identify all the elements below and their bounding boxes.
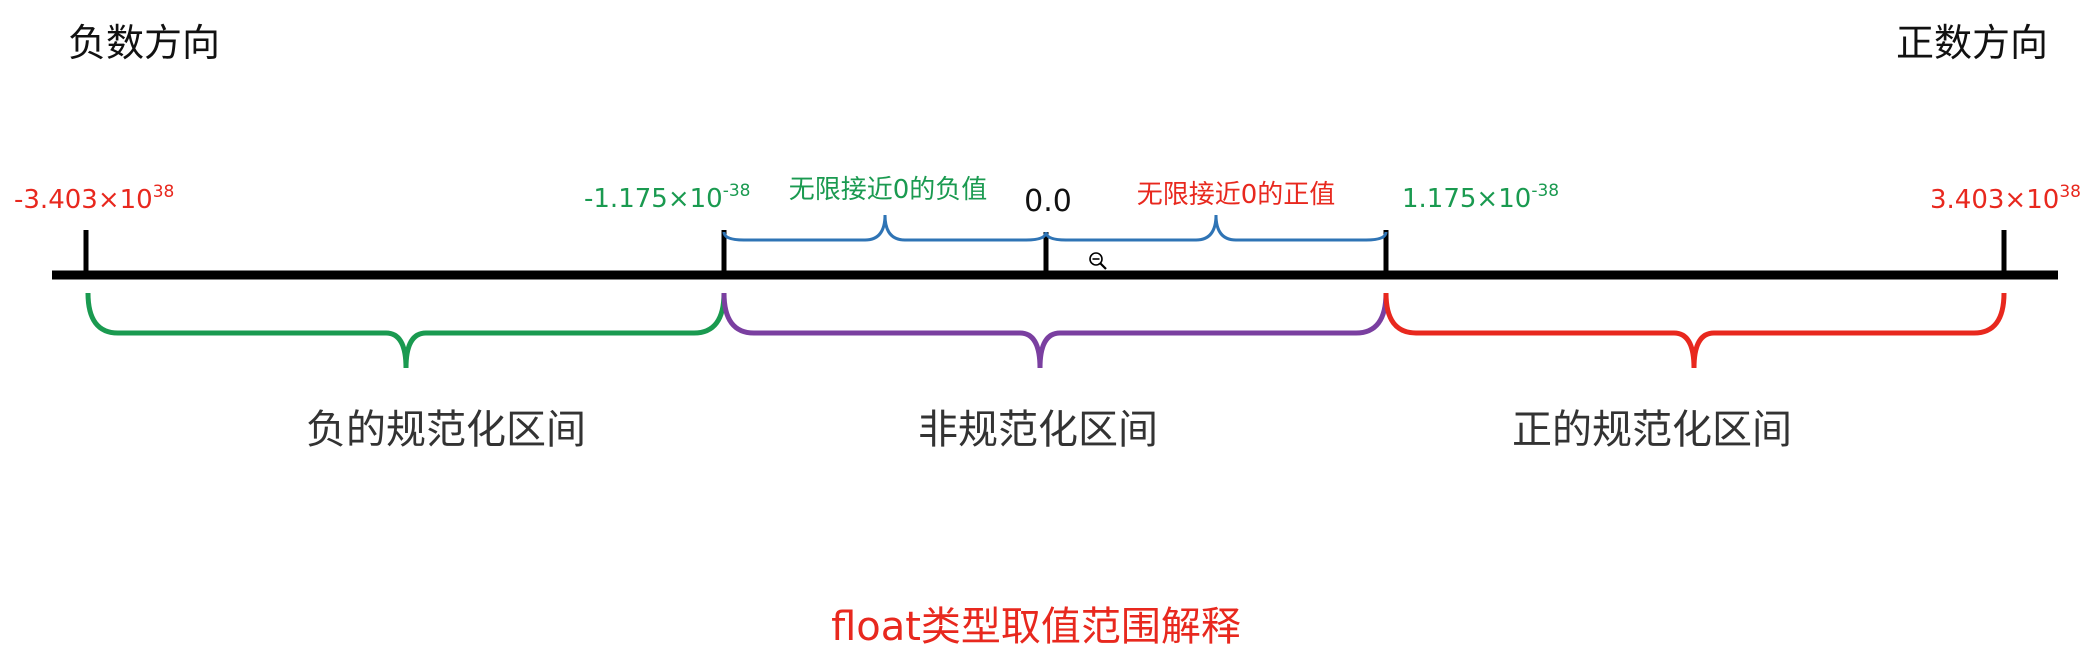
denormalized-label: 非规范化区间 bbox=[918, 407, 1158, 453]
pos-min-value-label: 1.175×10-38 bbox=[1402, 181, 1559, 214]
zero-value-label: 0.0 bbox=[1024, 184, 1072, 219]
neg-max-value-label: -3.403×1038 bbox=[14, 182, 174, 215]
near-zero-negative-label: 无限接近0的负值 bbox=[789, 175, 988, 205]
near-zero-positive-label: 无限接近0的正值 bbox=[1137, 180, 1336, 210]
pos-max-value-label: 3.403×1038 bbox=[1930, 182, 2081, 215]
zoom-out-cursor-icon bbox=[1089, 252, 1107, 270]
near-zero-positive-brace bbox=[1044, 214, 1388, 242]
diagram-caption: float类型取值范围解释 bbox=[831, 604, 1241, 650]
neg-min-value-label: -1.175×10-38 bbox=[584, 181, 750, 214]
positive-direction-label: 正数方向 bbox=[1896, 21, 2048, 65]
negative-direction-label: 负数方向 bbox=[68, 21, 220, 65]
negative-normalized-brace bbox=[85, 292, 727, 369]
positive-normalized-label: 正的规范化区间 bbox=[1512, 407, 1792, 453]
denormalized-brace bbox=[721, 292, 1389, 369]
negative-normalized-label: 负的规范化区间 bbox=[306, 407, 586, 453]
near-zero-negative-brace bbox=[722, 214, 1048, 242]
positive-normalized-brace bbox=[1383, 292, 2007, 369]
